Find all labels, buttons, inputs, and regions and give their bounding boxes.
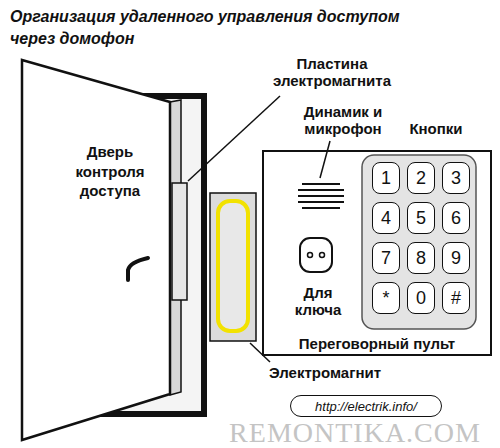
key-reader [300,238,332,272]
keypad-button: 2 [407,162,435,194]
key-label: 8 [416,249,426,267]
part-label: Для ключа [282,284,354,319]
speaker-grille [298,184,344,208]
key-contact [320,253,325,258]
key-label: 0 [416,289,426,307]
part-label: Кнопки [398,120,474,137]
key-label: 2 [416,169,426,187]
key-label: 7 [381,249,391,267]
keypad-button: 4 [372,202,400,234]
keypad-button: 8 [407,242,435,274]
electromagnet-coil [218,201,248,331]
keypad-button: 9 [442,242,470,274]
node-label: Переговорный пульт [264,335,490,352]
key-label: 3 [451,169,461,187]
door-leaf [20,58,172,442]
url-box: http://electrik.info/ [290,395,442,417]
key-label: 1 [381,169,391,187]
part-label: Динамик и микрофон [284,103,402,138]
keypad-button: 0 [407,282,435,314]
key-label: # [451,289,461,307]
keypad-button: 7 [372,242,400,274]
diagram-title: Организация удаленного управления доступ… [10,6,430,51]
part-label: Электромагнит [255,364,395,381]
key-label: 4 [381,209,391,227]
watermark: REMONTIKA.COM [212,417,498,448]
node-label: Дверь контроля доступа [62,142,158,201]
intercom-panel: Переговорный пульт 1 2 3 4 5 6 7 8 9 * 0 # [262,150,492,356]
keypad-button: * [372,282,400,314]
door-handle [128,258,148,280]
electromagnet [210,193,256,341]
url-text: http://electrik.info/ [315,399,417,414]
door: Дверь контроля доступа [20,58,172,442]
keypad-button: 5 [407,202,435,234]
keypad-button: 1 [372,162,400,194]
key-label: * [382,289,389,307]
key-contact [308,253,313,258]
part-label: Пластина электромагнита [262,55,402,90]
key-label: 5 [416,209,426,227]
magnet-plate [172,183,187,300]
keypad-button: 3 [442,162,470,194]
key-label: 6 [451,209,461,227]
keypad-button: 6 [442,202,470,234]
key-label: 9 [451,249,461,267]
keypad-base [362,155,476,329]
keypad-button: # [442,282,470,314]
door-leaf-outline [22,60,170,440]
